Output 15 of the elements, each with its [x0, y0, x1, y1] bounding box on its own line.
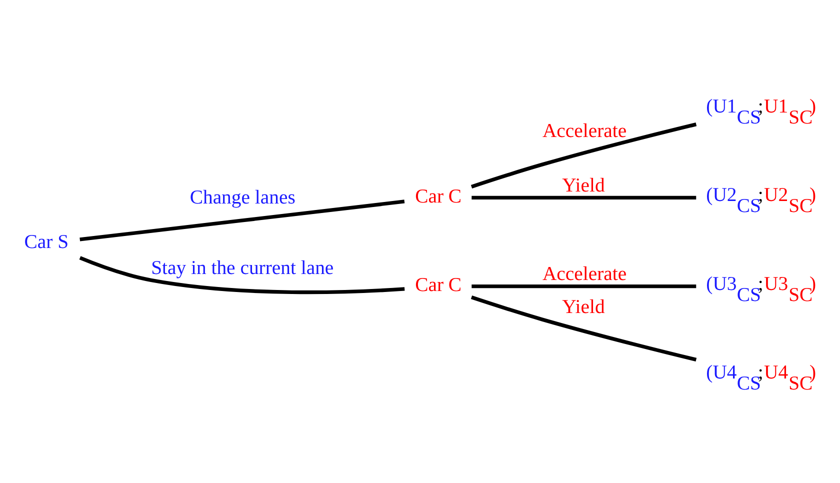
- edge-label: Accelerate: [542, 262, 627, 284]
- node-text: Car C: [415, 184, 462, 207]
- connector: [80, 199, 405, 241]
- connector: [472, 284, 696, 288]
- node-text: Car C: [415, 273, 462, 296]
- edge-label: Yield: [562, 296, 605, 318]
- edge-label: Accelerate: [542, 120, 627, 142]
- edge-label: Stay in the current lane: [151, 256, 334, 278]
- connector: [470, 295, 697, 362]
- edge-label: Yield: [562, 174, 605, 196]
- connector: [470, 122, 697, 188]
- connector: [472, 195, 696, 200]
- connector: [79, 256, 405, 294]
- node-text: Car S: [24, 230, 69, 252]
- edge-label: Change lanes: [190, 186, 296, 208]
